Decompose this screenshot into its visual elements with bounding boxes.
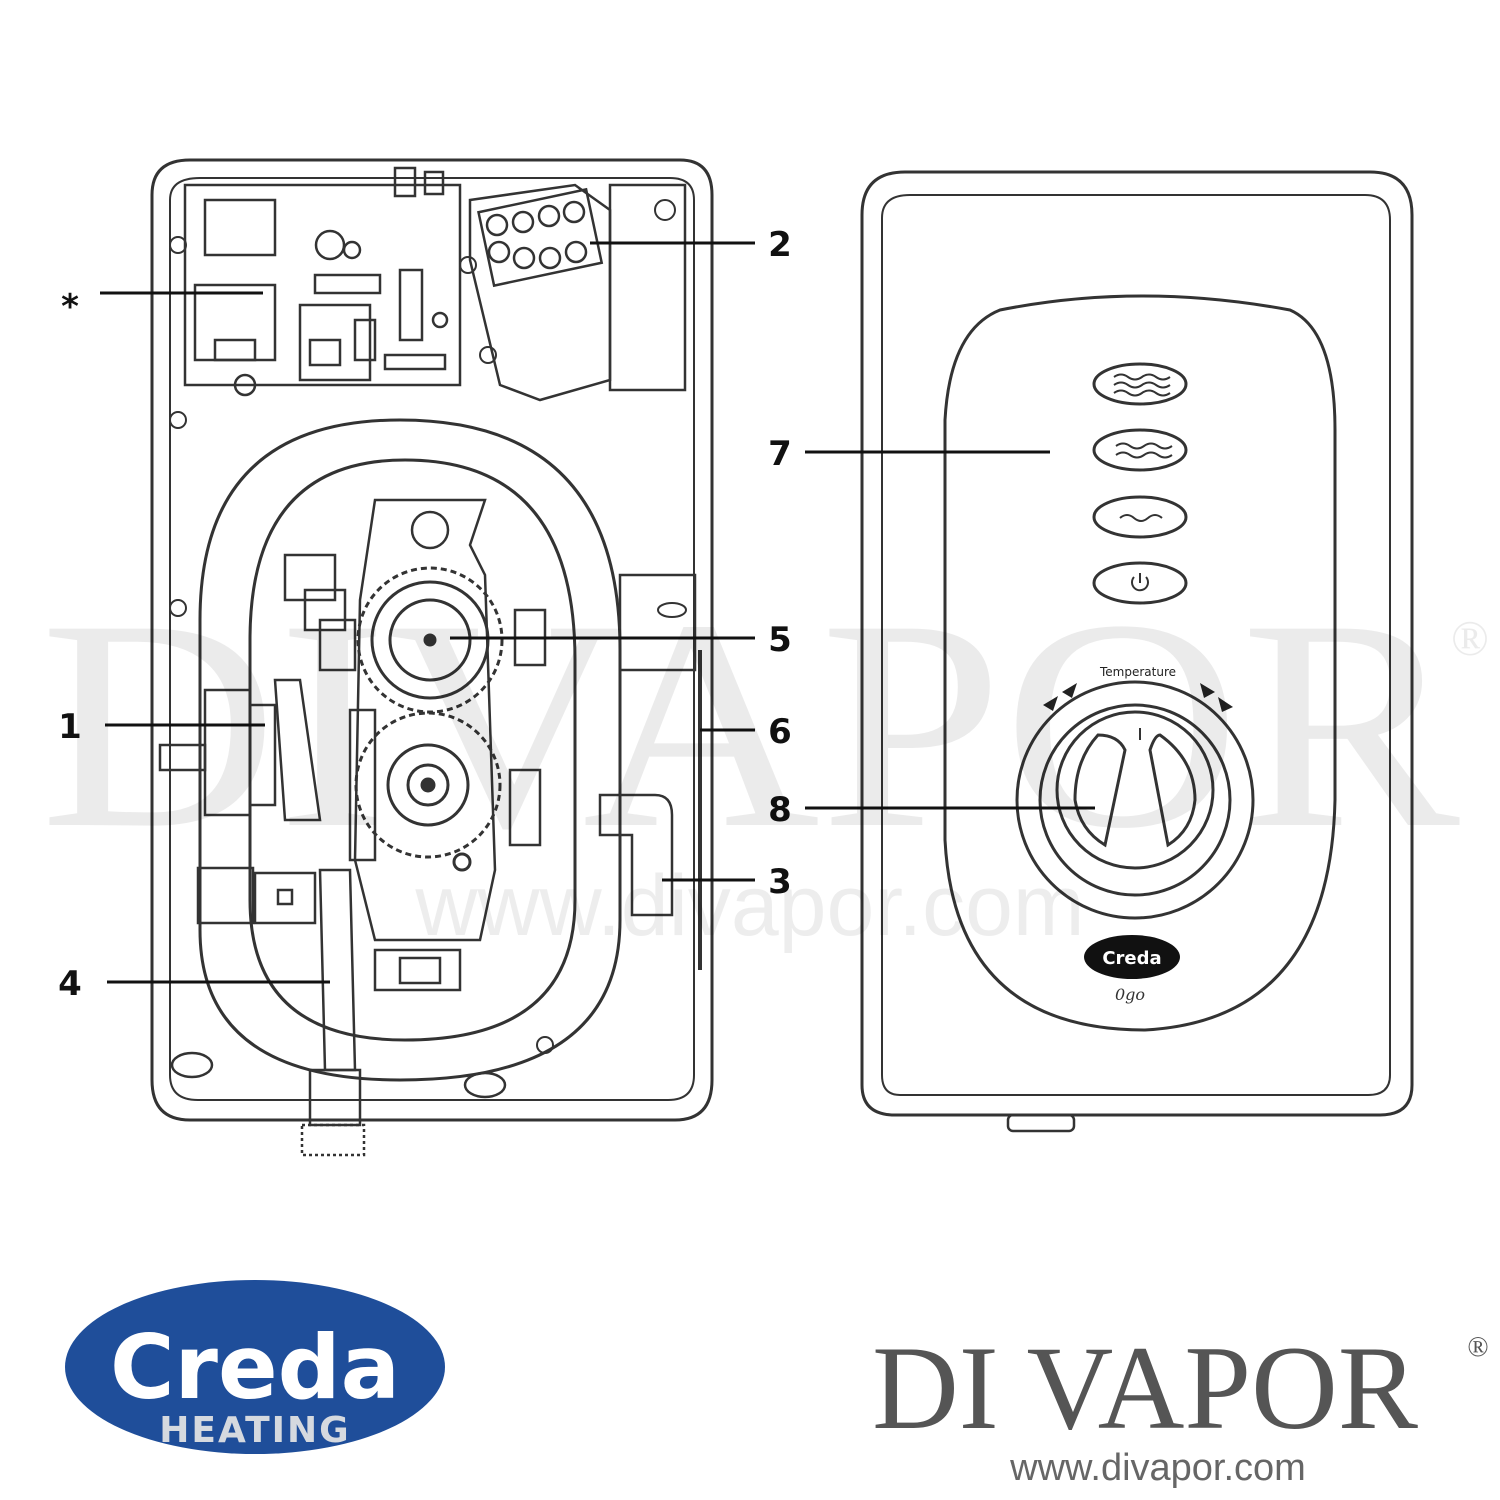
creda-logo: Creda HEATING [65,1280,445,1454]
temperature-arrows [1043,683,1233,712]
callout-8: 8 [768,790,792,830]
watermark-url: www.divapor.com [414,858,1084,954]
callout-3: 3 [768,862,792,902]
internal-view [150,158,714,1157]
button-high-flow[interactable] [1092,362,1188,406]
model-script: 0go [1115,985,1145,1004]
control-panel [943,294,1337,1032]
gear-lower [354,711,502,872]
creda-badge-text: Creda [1102,948,1161,969]
divapor-logo: DI VAPOR ® www.divapor.com [872,1321,1489,1489]
mount-plate [618,573,697,672]
creda-logo-name: Creda [110,1316,400,1419]
heater-loop-outer [198,418,622,1082]
arrow-left-icon [1062,683,1077,698]
inlet-assembly [158,678,322,822]
button-medium-flow[interactable] [1092,428,1188,472]
creda-badge [1084,935,1180,979]
side-channel [608,183,687,392]
divapor-logo-name: DI VAPOR [872,1321,1418,1454]
arrow-left-icon [1043,696,1058,711]
terminal-block [468,183,612,402]
button-low-flow[interactable] [1092,495,1188,539]
callout-1: 1 [58,707,82,747]
callout-2: 2 [768,225,792,265]
callout-numbers: * 2 7 5 1 6 8 3 4 [58,225,792,1004]
callout-7: 7 [768,434,792,474]
watermark: DIVAPOR ® www.divapor.com [40,558,1489,954]
valve-assembly [283,498,497,942]
wave-icon-medium [1115,442,1173,459]
leader-lines-left [100,241,755,984]
mode-buttons [1092,362,1188,605]
temperature-dial[interactable] [1015,680,1255,920]
case-outline [150,158,714,1122]
callout-asterisk: * [61,287,79,327]
wave-icon-low [1119,514,1163,522]
temperature-label: Temperature [1099,665,1176,679]
pressure-relief-device [598,793,674,917]
front-view: Temperature Creda 0go [860,170,1414,1133]
case-inner-outline [169,177,695,1101]
pcb-board [183,166,462,397]
callout-6: 6 [768,712,792,752]
leader-lines-right [805,450,1095,810]
button-power[interactable] [1092,561,1188,605]
watermark-text: DIVAPOR [40,558,1462,890]
divapor-logo-registered: ® [1467,1332,1488,1363]
callout-5: 5 [768,620,792,660]
outlet-assembly [196,866,462,1157]
wave-icon-high [1113,373,1171,397]
arrow-right-icon [1200,683,1215,698]
front-case-inner [881,194,1391,1096]
bracket-right-lower [508,768,542,847]
creda-logo-oval [65,1280,445,1454]
power-icon [1131,573,1149,592]
watermark-registered: ® [1451,610,1489,666]
arrow-right-icon [1218,697,1233,712]
heater-loop-inner [248,458,577,1042]
front-case [860,170,1414,1117]
callout-4: 4 [58,964,82,1004]
front-tab [1006,1113,1076,1133]
creda-logo-sub: HEATING [159,1410,350,1451]
divapor-logo-url: www.divapor.com [1009,1447,1306,1489]
